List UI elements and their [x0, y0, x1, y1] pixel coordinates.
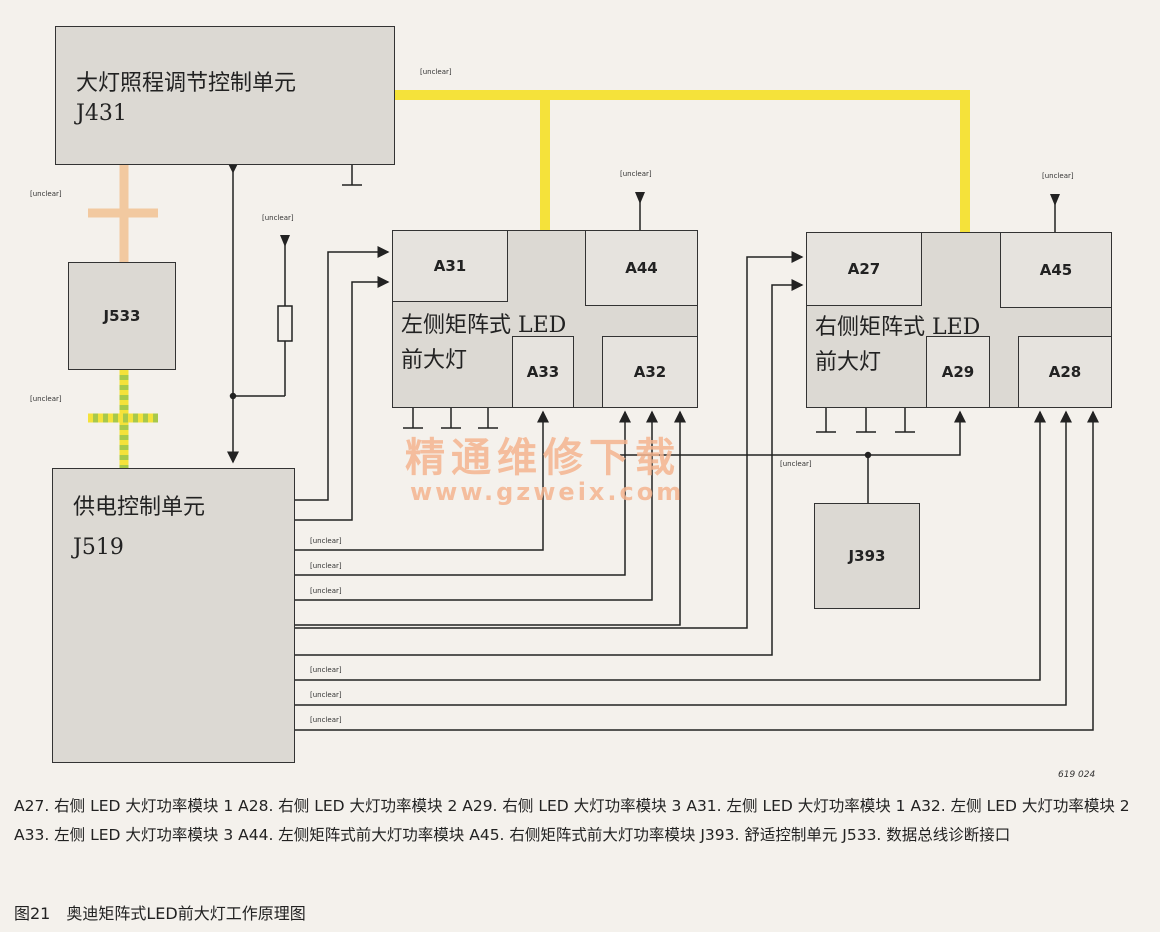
orange-can-bus — [88, 165, 158, 262]
left-headlight-title: 左侧矩阵式 LED — [401, 313, 567, 338]
right-wire-label-1: [unclear] — [310, 666, 342, 674]
j519-name: 供电控制单元 — [73, 495, 206, 520]
left-wire-label-2: [unclear] — [310, 562, 342, 570]
right-terminal-label: [unclear] — [1042, 172, 1074, 180]
module-a28: A28 — [1018, 336, 1112, 408]
left-wire-label-3: [unclear] — [310, 587, 342, 595]
right-wire-label-3: [unclear] — [310, 716, 342, 724]
module-a31: A31 — [392, 230, 508, 302]
right-headlight-title: 右侧矩阵式 LED — [815, 315, 981, 340]
module-a44: A44 — [585, 230, 698, 306]
module-a27: A27 — [806, 232, 922, 306]
left-wire-label-1: [unclear] — [310, 537, 342, 545]
yellow-bus-label: [unclear] — [420, 68, 452, 76]
module-a29: A29 — [926, 336, 990, 408]
left-headlight-subtitle: 前大灯 — [401, 348, 468, 373]
j431-name: 大灯照程调节控制单元 — [76, 71, 297, 96]
left-terminal-label: [unclear] — [620, 170, 652, 178]
right-wire-label-2: [unclear] — [310, 691, 342, 699]
watermark-title: 精通维修下载 — [405, 435, 681, 481]
fuse-terminal-label: [unclear] — [262, 214, 294, 222]
watermark-url: www.gzweix.com — [410, 478, 685, 506]
j533-diagnostic-interface: J533 — [68, 262, 176, 370]
j393-label: J393 — [848, 547, 886, 565]
figure-title: 图21 奥迪矩阵式LED前大灯工作原理图 — [14, 904, 306, 923]
j431-code: J431 — [76, 101, 127, 126]
j519-code: J519 — [73, 535, 124, 560]
j393-comfort-control-unit: J393 — [814, 503, 920, 609]
j533-label: J533 — [103, 307, 141, 325]
right-headlight-subtitle: 前大灯 — [815, 350, 882, 375]
figure-caption: A27. 右侧 LED 大灯功率模块 1 A28. 右侧 LED 大灯功率模块 … — [14, 797, 1130, 844]
module-a45: A45 — [1000, 232, 1112, 308]
j519-control-unit: 供电控制单元 J519 — [52, 468, 295, 763]
j393-line-label: [unclear] — [780, 460, 812, 468]
green-bus-label: [unclear] — [30, 395, 62, 403]
module-a32: A32 — [602, 336, 698, 408]
figure-id: 619 024 — [1058, 770, 1096, 780]
module-a33: A33 — [512, 336, 574, 408]
j431-control-unit: 大灯照程调节控制单元 J431 — [55, 26, 395, 165]
orange-bus-label: [unclear] — [30, 190, 62, 198]
green-can-bus — [88, 370, 158, 468]
